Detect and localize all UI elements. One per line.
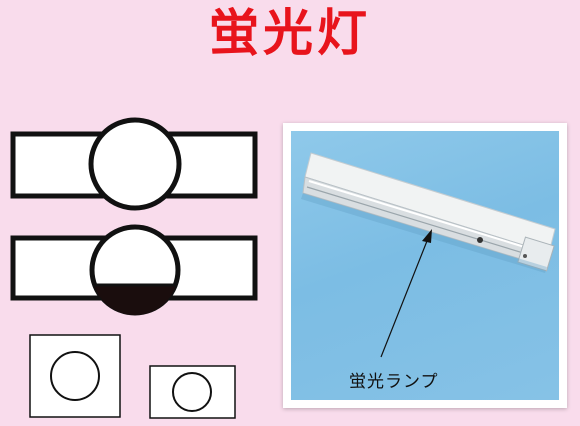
fluorescent-light-symbol-half-filled [10, 224, 258, 316]
light-symbol-square-small [149, 365, 236, 419]
lamp-caption: 蛍光ランプ [349, 372, 439, 392]
fluorescent-lamp-photo: 蛍光ランプ [291, 131, 559, 400]
light-symbol-square-large [29, 334, 121, 418]
lamp-fixture-illustration [301, 152, 556, 358]
page-title: 蛍光灯 [209, 4, 371, 62]
photo-frame: 蛍光ランプ [283, 123, 567, 408]
fluorescent-light-symbol-open [10, 117, 258, 211]
